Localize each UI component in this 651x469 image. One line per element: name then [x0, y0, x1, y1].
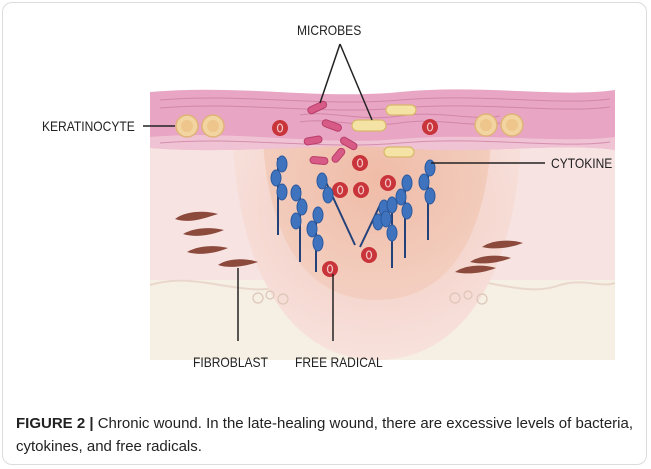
microbe-icon — [384, 147, 414, 157]
red-blood-cell-icon — [422, 119, 438, 135]
figure-caption: FIGURE 2 | Chronic wound. In the late-he… — [16, 412, 636, 458]
keratinocyte-cell-icon — [176, 115, 198, 137]
red-blood-cell-icon — [352, 155, 368, 171]
figure-number: FIGURE 2 | — [16, 415, 94, 432]
label-free-radical: FREE RADICAL — [295, 354, 383, 370]
red-blood-cell-icon — [322, 261, 338, 277]
red-blood-cell-icon — [353, 182, 369, 198]
wound-diagram — [0, 0, 651, 390]
keratinocyte-cell-icon — [501, 114, 523, 136]
microbe-icon — [386, 105, 416, 115]
red-blood-cell-icon — [332, 182, 348, 198]
keratinocyte-cell-icon — [202, 115, 224, 137]
red-blood-cell-icon — [272, 120, 288, 136]
red-blood-cell-icon — [380, 175, 396, 191]
caption-text: Chronic wound. In the late-healing wound… — [16, 415, 633, 455]
label-fibroblast: FIBROBLAST — [193, 354, 268, 370]
red-blood-cell-icon — [361, 247, 377, 263]
microbe-icon — [352, 120, 386, 131]
label-keratinocyte: KERATINOCYTE — [42, 118, 135, 134]
label-cytokine: CYTOKINE — [551, 155, 612, 171]
label-microbes: MICROBES — [297, 22, 361, 38]
keratinocyte-cell-icon — [475, 114, 497, 136]
microbe-icon — [310, 156, 329, 165]
